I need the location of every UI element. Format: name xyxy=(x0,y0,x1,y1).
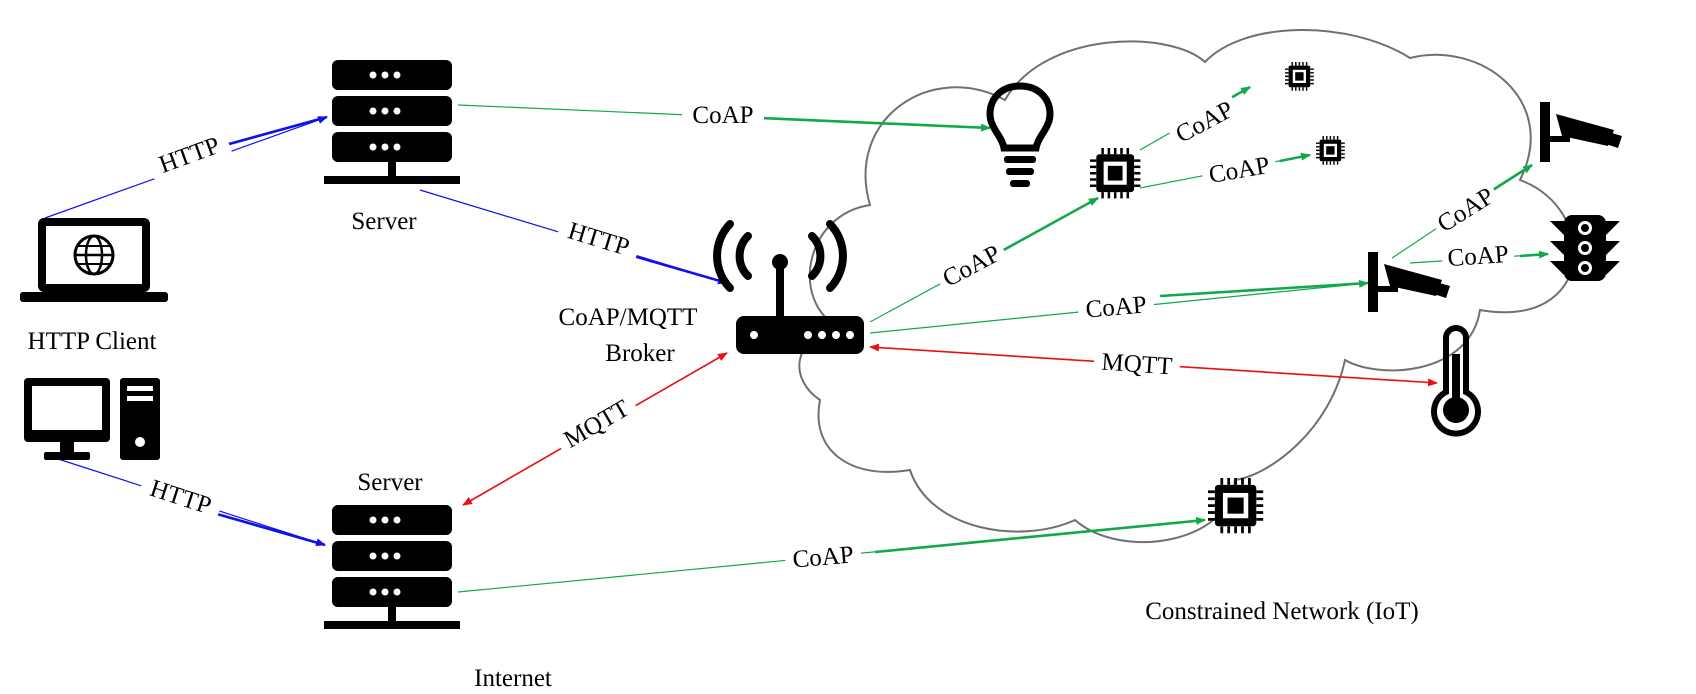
microchip-icon xyxy=(1284,61,1315,92)
microchip-icon xyxy=(1206,476,1265,535)
label-server-bulb: CoAP xyxy=(692,102,753,129)
traffic-light-icon xyxy=(1550,215,1620,281)
light-bulb-icon xyxy=(986,82,1054,187)
label-router-server: MQTT xyxy=(559,395,634,454)
label-server-chip: CoAP xyxy=(792,541,855,573)
label-chip-tinychip1: CoAP xyxy=(1171,96,1238,149)
microchip-icon xyxy=(1088,146,1142,200)
broker-label-line2: Broker xyxy=(605,340,675,367)
desktop-computer-icon xyxy=(24,378,160,460)
server-rack-icon xyxy=(324,505,460,629)
label-router-chip: CoAP xyxy=(938,240,1005,293)
iot-cloud xyxy=(798,29,1576,544)
wifi-router-icon xyxy=(713,220,864,354)
label-camera-trafficlight: CoAP xyxy=(1447,241,1510,272)
server-rack-icon xyxy=(324,60,460,184)
label-router-thermometer: MQTT xyxy=(1101,349,1174,381)
http-client-label: HTTP Client xyxy=(28,328,157,355)
server-bottom-label: Server xyxy=(357,469,423,496)
label-router-camera: CoAP xyxy=(1085,291,1148,323)
label-chip-tinychip2: CoAP xyxy=(1207,152,1272,189)
broker-label-line1: CoAP/MQTT xyxy=(559,304,698,331)
microchip-icon xyxy=(1315,135,1346,166)
label-camera-camera: CoAP xyxy=(1433,183,1499,238)
laptop-globe-icon xyxy=(20,218,168,302)
internet-label: Internet xyxy=(474,665,552,692)
security-camera-icon xyxy=(1540,102,1622,162)
network-label: Constrained Network (IoT) xyxy=(1145,598,1419,625)
thermometer-icon xyxy=(1431,325,1481,437)
server-top-label: Server xyxy=(351,208,417,235)
